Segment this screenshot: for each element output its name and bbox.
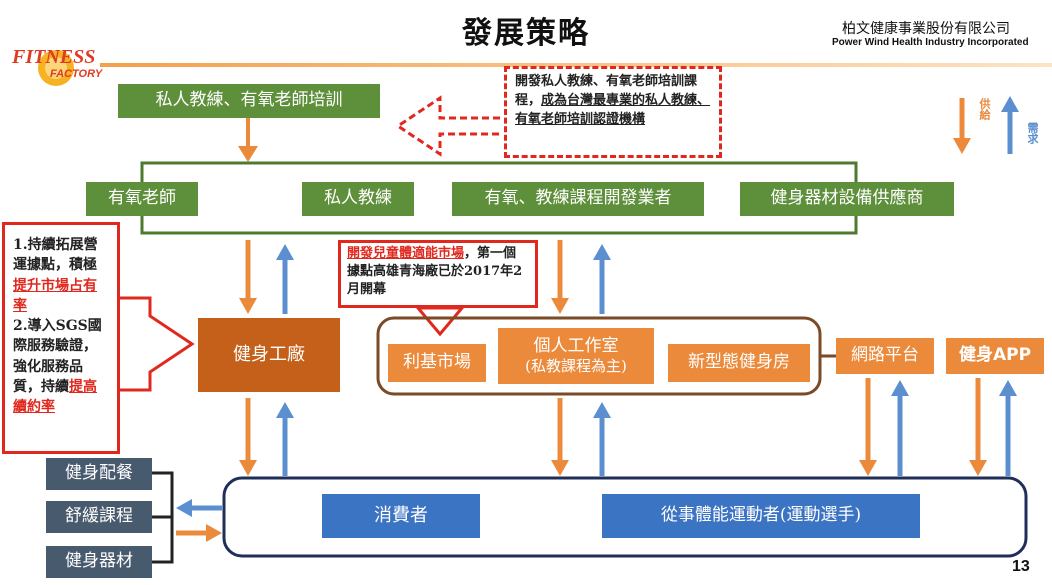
supplier-aerobics-teacher: 有氧老師 [86, 182, 198, 216]
new-gym-box: 新型態健身房 [668, 344, 810, 382]
logo-text-fitness: FITNESS [12, 46, 96, 68]
company-name-en: Power Wind Health Industry Incorporated [832, 37, 1029, 48]
fitness-app-box: 健身APP [946, 338, 1044, 374]
fitness-factory-logo [38, 50, 74, 86]
training-note-highlight: 成為台灣最專業的私人教練、有氧老師培訓認證機構 [515, 92, 711, 127]
fitness-factory-box: 健身工廠 [198, 318, 340, 392]
online-platform-box: 網路平台 [836, 338, 934, 374]
legend-demand-label: 需求 [1026, 122, 1039, 144]
expansion-item-2: 2.導入SGS國際服務驗證，強化服務品質，持續提高續約率 [13, 318, 102, 416]
training-note: 開發私人教練、有氧老師培訓課程，成為台灣最專業的私人教練、有氧老師培訓認證機構 [504, 66, 722, 158]
training-note-text: 開發私人教練、有氧老師培訓課程， [515, 74, 698, 108]
kids-market-note: 開發兒童體適能市場，第一個據點高雄青海廠已於2017年2月開幕 [338, 240, 538, 308]
kids-market-highlight: 開發兒童體適能市場 [347, 246, 465, 261]
logo-text-factory: FACTORY [50, 68, 103, 80]
supplier-course-developer: 有氧、教練課程開發業者 [452, 182, 704, 216]
kids-market-text: ，第一個據點高雄青海廠已於2017年2月開幕 [347, 246, 523, 298]
page-title: 發展策略 [462, 16, 590, 51]
athletes-box: 從事體能運動者(運動選手) [602, 494, 920, 538]
company-name-zh: 柏文健康事業股份有限公司 [842, 21, 1010, 37]
expansion-note: 1.持續拓展營運據點，積極提升市場占有率 2.導入SGS國際服務驗證，強化服務品… [2, 222, 120, 454]
supplier-equipment: 健身器材設備供應商 [740, 182, 954, 216]
legend-supply-label: 供給 [978, 98, 991, 120]
training-box: 私人教練、有氧老師培訓 [118, 84, 380, 118]
service-relax-course: 舒緩課程 [46, 501, 152, 533]
page-number: 13 [1012, 558, 1030, 575]
service-equipment: 健身器材 [46, 546, 152, 578]
personal-studio-box: 個人工作室 (私教課程為主) [498, 328, 654, 384]
personal-studio-title: 個人工作室 [533, 336, 619, 356]
supplier-personal-trainer: 私人教練 [302, 182, 414, 216]
expansion-item-1: 1.持續拓展營運據點，積極提升市場占有率 [13, 237, 98, 314]
service-meals: 健身配餐 [46, 458, 152, 490]
niche-market-box: 利基市場 [388, 344, 486, 382]
consumer-box: 消費者 [322, 494, 480, 538]
personal-studio-subtitle: (私教課程為主) [525, 357, 627, 376]
